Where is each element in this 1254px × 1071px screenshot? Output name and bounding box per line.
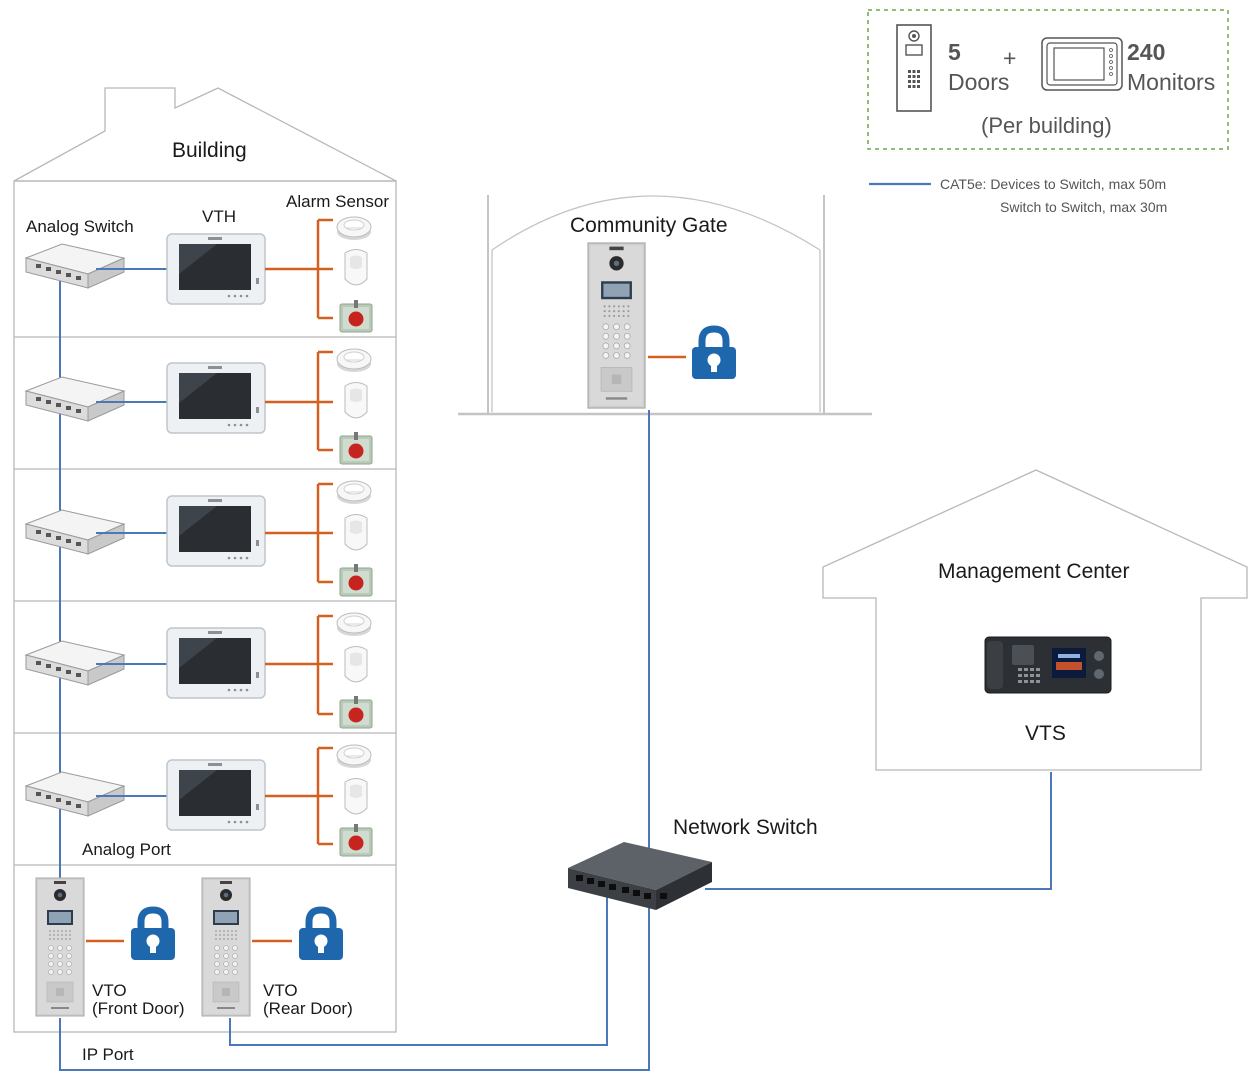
vto-rear-door-panel-icon xyxy=(201,877,251,1017)
building-body-outline xyxy=(13,180,397,1033)
vth-monitor-icon xyxy=(166,362,266,434)
switch-to-vts-cable xyxy=(705,772,1052,890)
community-gate: Community Gate xyxy=(458,195,872,416)
capacity-box-border xyxy=(867,9,1229,150)
floor-2 xyxy=(25,348,373,465)
community-gate-title: Community Gate xyxy=(570,214,728,237)
motion-sensor-icon xyxy=(344,382,368,419)
capacity-box: 5 Doors + 240 Monitors (Per building) xyxy=(867,9,1229,150)
analog-switch-icon xyxy=(25,771,125,817)
floor-3 xyxy=(25,480,373,597)
vto-rear-label-line1: VTO xyxy=(263,981,298,1000)
rear-door-lock-icon xyxy=(299,910,343,960)
network-switch-label: Network Switch xyxy=(673,816,818,839)
motion-sensor-icon xyxy=(344,646,368,683)
legend-line-2: Switch to Switch, max 30m xyxy=(1000,199,1167,215)
ip-port-label: IP Port xyxy=(82,1045,134,1064)
smoke-detector-icon xyxy=(336,480,372,505)
legend: CAT5e: Devices to Switch, max 50m Switch… xyxy=(869,176,1167,215)
vth-monitor-icon xyxy=(166,233,266,305)
rear-vto-ip-cable xyxy=(229,890,608,1046)
emergency-button-icon xyxy=(339,823,373,857)
analog-port-label: Analog Port xyxy=(82,840,171,859)
network-switch: Network Switch xyxy=(568,816,818,910)
smoke-detector-icon xyxy=(336,348,372,373)
vth-monitor-icon xyxy=(166,495,266,567)
monitor-icon xyxy=(1041,37,1123,91)
monitors-label: Monitors xyxy=(1127,69,1215,95)
floor-1 xyxy=(25,216,373,333)
floor-5 xyxy=(25,744,373,857)
building: Building Analog Switch VTH Alarm Sensor … xyxy=(13,87,397,1064)
legend-line-1: CAT5e: Devices to Switch, max 50m xyxy=(940,176,1166,192)
building-title: Building xyxy=(172,139,247,162)
network-cables xyxy=(59,410,1052,1071)
vts-label: VTS xyxy=(1025,722,1066,745)
vth-monitor-icon xyxy=(166,627,266,699)
vto-front-label-line2: (Front Door) xyxy=(92,999,185,1018)
building-roof-outline xyxy=(13,87,397,182)
emergency-button-icon xyxy=(339,695,373,729)
motion-sensor-icon xyxy=(344,249,368,286)
emergency-button-icon xyxy=(339,431,373,465)
management-center-outline xyxy=(822,469,1248,771)
vth-label: VTH xyxy=(202,207,236,226)
management-center: Management Center VTS xyxy=(822,469,1248,771)
vts-console-icon xyxy=(984,636,1112,694)
emergency-button-icon xyxy=(339,299,373,333)
alarm-sensor-label: Alarm Sensor xyxy=(286,192,389,211)
emergency-button-icon xyxy=(339,563,373,597)
smoke-detector-icon xyxy=(336,216,372,241)
smoke-detector-icon xyxy=(336,612,372,637)
doors-label: Doors xyxy=(948,69,1009,95)
analog-switch-icon xyxy=(25,376,125,422)
motion-sensor-icon xyxy=(344,778,368,815)
analog-switch-icon xyxy=(25,243,125,289)
vth-monitor-icon xyxy=(166,759,266,831)
plus-sign: + xyxy=(1003,45,1016,71)
front-door-lock-icon xyxy=(131,910,175,960)
ground-floor: VTO (Front Door) VTO (Rear Door) xyxy=(35,877,353,1018)
doors-count: 5 xyxy=(948,39,961,65)
management-center-title: Management Center xyxy=(938,560,1129,583)
analog-switch-label: Analog Switch xyxy=(26,217,134,236)
gate-and-front-vto-ip-cable xyxy=(59,410,650,1071)
vto-front-label-line1: VTO xyxy=(92,981,127,1000)
smoke-detector-icon xyxy=(336,744,372,769)
gate-arch xyxy=(491,195,821,251)
door-station-icon xyxy=(896,24,932,112)
floor-dividers xyxy=(14,336,396,866)
floor-4 xyxy=(25,612,373,729)
network-switch-icon xyxy=(568,842,712,910)
vto-front-door-panel-icon xyxy=(35,877,85,1017)
vto-rear-label-line2: (Rear Door) xyxy=(263,999,353,1018)
monitors-count: 240 xyxy=(1127,39,1165,65)
gate-vto-panel-icon xyxy=(587,242,646,409)
gate-lock-icon xyxy=(692,329,736,379)
alarm-wiring xyxy=(265,218,333,320)
per-building-label: (Per building) xyxy=(981,113,1112,138)
motion-sensor-icon xyxy=(344,514,368,551)
